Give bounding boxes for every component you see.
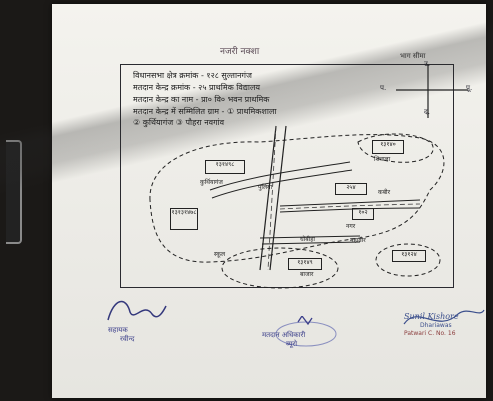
- header-line-3: मतदान केन्द्र का नाम - प्रा० वि० भवन प्र…: [133, 95, 270, 104]
- header-line-5: ② कुर्थियागंज ③ पौहरा नवगांव: [133, 118, 225, 127]
- compass-cross-icon: [396, 64, 468, 118]
- map-label-1: कुर्थियागंज: [200, 179, 223, 186]
- header-line-2: मतदान केन्द्र क्रमांक - २५ प्राथमिक विद्…: [133, 83, 261, 92]
- right-name-text: Sunil Kishore: [404, 312, 459, 321]
- map-label-5: नगर: [346, 223, 356, 230]
- compass-north: उ.: [424, 60, 431, 68]
- map-label-3: धोबीहा: [300, 236, 315, 243]
- header-line-1: विधानसभा क्षेत्र क्रमांक - १२८ सुल्तानगं…: [133, 71, 252, 80]
- signature-left-title: सहायक रवीन्द: [108, 326, 134, 344]
- map-box-5: १३१४९: [288, 258, 322, 270]
- direction-label: भाग सीमा: [400, 52, 426, 60]
- map-label-7: बाजार: [300, 271, 314, 278]
- mid-sub-text: ब्यूरो: [286, 340, 298, 348]
- map-box-6: १३१२४: [392, 250, 426, 262]
- map-box-3: १३१३१४७८: [170, 208, 198, 230]
- map-box-4: १०२: [352, 208, 374, 220]
- paper-sheet: [52, 4, 486, 398]
- compass-south: द.: [424, 108, 430, 116]
- signature-mid: मतदान अधिकारी ब्यूरो: [262, 331, 305, 349]
- map-box-7: १३१४०: [372, 140, 404, 154]
- header-line-4: मतदान केन्द्र में सम्मिलित ग्राम - ① प्र…: [133, 107, 277, 116]
- signature-left-mark: [107, 300, 167, 321]
- map-box-2: २५४: [335, 183, 367, 195]
- seal-stamp-mark: [275, 316, 337, 347]
- background-dark-left: [0, 0, 52, 401]
- compass-west: प.: [380, 84, 387, 92]
- right-sub-text: Dhariawas: [420, 322, 452, 329]
- map-label-8: स्कूल: [214, 251, 226, 258]
- signature-right-mark: [403, 309, 485, 325]
- mid-title-text: मतदान अधिकारी: [262, 331, 306, 339]
- map-label-9: शिवाला: [374, 156, 391, 163]
- signature-right: Sunil Kishore Dhariawas Patwari C. No. 1…: [404, 312, 459, 337]
- background-dark-right: [486, 0, 493, 401]
- compass-east: पू.: [466, 84, 473, 92]
- left-title-text: सहायक: [108, 326, 128, 334]
- map-title: नजरी नक्शा: [220, 47, 260, 57]
- map-sketch: [149, 125, 445, 289]
- device-edge: [6, 140, 22, 244]
- map-box-1: १३१४९८: [205, 160, 245, 174]
- left-sub-text: रवीन्द: [120, 335, 135, 343]
- map-label-2: पुलिया: [258, 184, 273, 191]
- right-code-text: Patwari C. No. 16: [404, 330, 456, 337]
- map-label-6: महावीर: [350, 237, 366, 244]
- map-label-4: कबीर: [378, 189, 391, 196]
